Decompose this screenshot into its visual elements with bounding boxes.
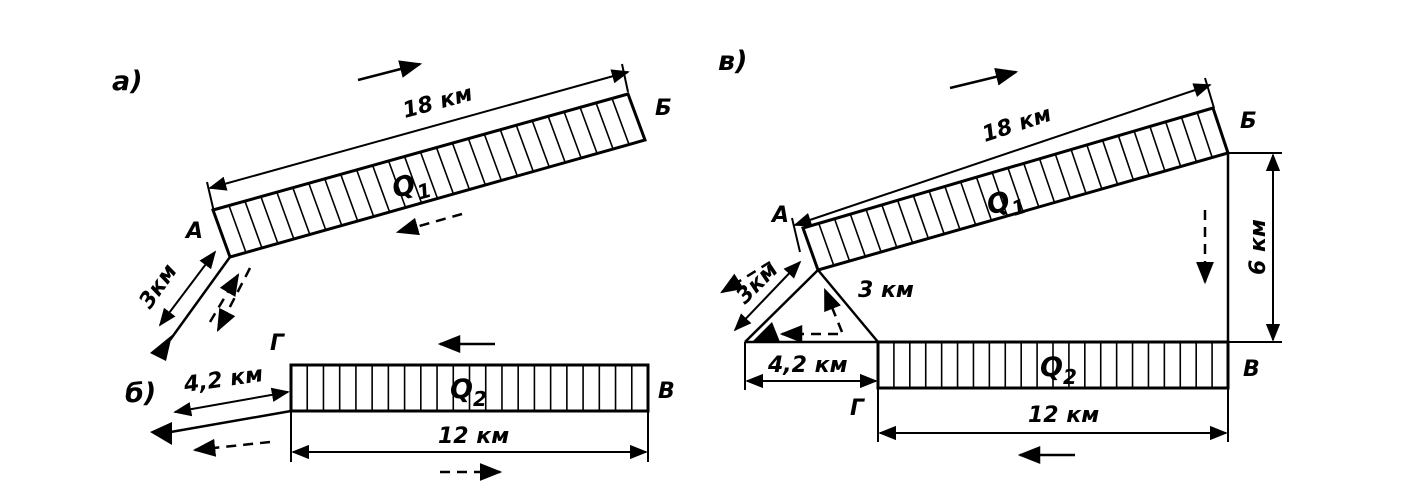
dimension-line-18km — [208, 69, 630, 191]
point-b-label: Б — [655, 96, 672, 121]
hatch-line — [387, 160, 407, 208]
hatch-line — [371, 165, 391, 213]
flow-label: Q2 — [450, 374, 487, 411]
hatch-line — [849, 213, 867, 257]
spur-forward-arrow — [208, 273, 240, 323]
segment-length-label: 12 км — [438, 424, 509, 449]
extension-line — [791, 217, 801, 253]
hatch-line — [1180, 116, 1198, 163]
dimension-line-4-2km — [173, 387, 290, 417]
hatch-line — [1023, 163, 1040, 208]
segment-length-label: 6 км — [1246, 219, 1271, 275]
start-point-marker — [150, 335, 172, 361]
hatch-line — [881, 204, 898, 248]
dimension-line-3km — [733, 260, 802, 332]
dimension-line-3km — [158, 250, 217, 327]
hatch-line — [419, 151, 439, 199]
flow-band-q2 — [876, 340, 1230, 390]
return-direction-arrow — [395, 212, 463, 236]
point-v-label: В — [1243, 357, 1260, 382]
hatch-line — [865, 209, 882, 253]
panel-b: б) Г В Q2 4,2 км 12 км — [125, 331, 675, 481]
spur-direction-arrow — [720, 260, 771, 294]
hatch-line — [833, 218, 851, 262]
spur-length-label: 4,2 км — [767, 353, 848, 378]
hatch-line — [1038, 158, 1056, 203]
hatch-line — [818, 223, 835, 266]
hatch-line — [531, 120, 550, 168]
point-g-label: Г — [850, 396, 865, 421]
flow-band-q1 — [211, 92, 647, 259]
point-a-label: А — [184, 219, 203, 244]
panel-a-label: а) — [112, 66, 143, 97]
start-point-marker — [752, 322, 780, 342]
hatch-line — [1117, 135, 1135, 181]
hatch-line — [959, 181, 977, 226]
hatch-line — [912, 195, 930, 239]
panel-b-label: б) — [125, 378, 156, 409]
hatch-line — [355, 169, 375, 217]
spur-length-label: 3км — [732, 257, 784, 309]
hatch-line — [467, 138, 487, 186]
hatch-line — [1007, 167, 1024, 212]
hatch-line — [928, 190, 945, 235]
extension-line — [206, 181, 215, 213]
hatch-line — [499, 129, 519, 177]
spur-return-arrow — [192, 438, 271, 457]
spur-direction-arrow — [823, 287, 844, 333]
start-point-marker — [150, 422, 172, 445]
spur-return-arrow — [216, 267, 252, 332]
hatch-line — [403, 156, 423, 204]
hatch-line — [435, 147, 455, 195]
extension-line — [1204, 77, 1215, 109]
hatch-line — [579, 107, 598, 154]
hatch-line — [563, 111, 582, 159]
flow-label: Q2 — [1040, 352, 1077, 389]
hatch-line — [611, 98, 630, 145]
hatch-line — [1133, 130, 1150, 176]
hatch-line — [975, 176, 993, 221]
forward-direction-arrow — [949, 68, 1019, 90]
hatch-line — [339, 174, 359, 222]
hatch-line — [1054, 153, 1072, 199]
hatch-line — [260, 196, 279, 244]
hatch-line — [1070, 149, 1087, 194]
flow-band-q2 — [289, 363, 650, 413]
spur-length-label: 4,2 км — [181, 362, 264, 398]
point-g-label: Г — [270, 331, 285, 356]
spur-length-label: 3 км — [858, 278, 914, 303]
hatch-line — [515, 124, 535, 172]
hatch-line — [308, 182, 327, 231]
hatch-line — [595, 102, 614, 150]
panel-a: а) 18 км Q1 А Б 3км — [112, 60, 672, 361]
hatch-line — [483, 133, 503, 181]
hatch-line — [1164, 121, 1182, 167]
hatch-line — [323, 178, 343, 226]
extension-line — [621, 63, 629, 93]
hatch-line — [1101, 140, 1119, 185]
segment-length-label: 12 км — [1028, 403, 1099, 428]
hatch-line — [1196, 112, 1213, 158]
point-a-label: А — [770, 203, 789, 228]
hatch-line — [896, 200, 914, 244]
forward-direction-arrow — [357, 60, 423, 82]
dimension-line-18km — [793, 83, 1212, 227]
panel-v: в) 18 км Q1 А Б 6 км 3км 3 км — [718, 46, 1282, 464]
hatch-line — [451, 142, 471, 190]
point-b-label: Б — [1240, 109, 1257, 134]
hatch-line — [1086, 144, 1103, 190]
hatch-line — [276, 191, 295, 240]
hatch-line — [1149, 126, 1166, 172]
hatch-line — [547, 116, 566, 163]
panel-v-label: в) — [718, 46, 747, 77]
hatch-line — [228, 205, 247, 253]
hatch-line — [244, 200, 263, 249]
spur-road-right — [817, 269, 879, 343]
hatch-line — [292, 187, 311, 235]
hatch-line — [991, 172, 1008, 217]
spur-road — [164, 409, 292, 435]
hatch-line — [944, 186, 961, 230]
point-v-label: В — [658, 379, 675, 404]
